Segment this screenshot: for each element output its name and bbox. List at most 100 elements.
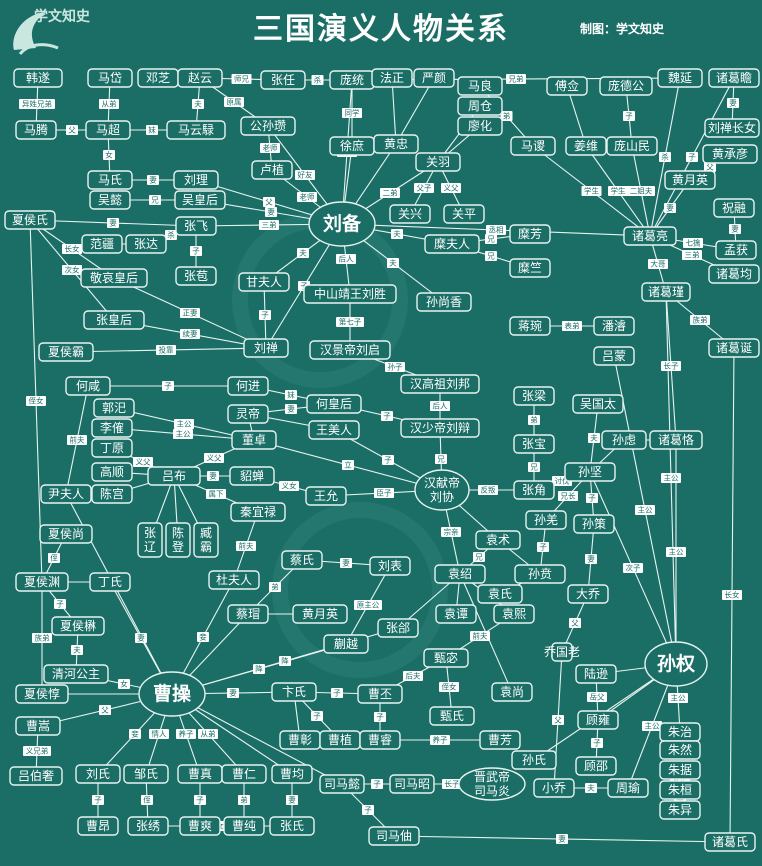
person-node-zhugejin[interactable]: 诸葛瑾 xyxy=(641,282,691,302)
person-node-caoang[interactable]: 曹昂 xyxy=(77,816,119,836)
person-node-gongsunzan[interactable]: 公孙瓒 xyxy=(240,116,296,136)
person-node-xushu[interactable]: 徐庶 xyxy=(329,136,375,156)
person-node-fanjiang[interactable]: 范疆 xyxy=(81,234,123,254)
person-node-zhangbao2[interactable]: 张宝 xyxy=(513,434,555,454)
person-node-caoshuang[interactable]: 曹爽 xyxy=(179,816,221,836)
person-node-zhugeliang[interactable]: 诸葛亮 xyxy=(623,226,677,246)
person-node-lushi[interactable]: 卢植 xyxy=(251,160,293,180)
person-node-chengong[interactable]: 陈宫 xyxy=(91,484,133,504)
person-node-dufuren[interactable]: 杜夫人 xyxy=(208,570,260,590)
person-node-caishi[interactable]: 蔡氏 xyxy=(281,550,323,570)
person-node-mizhu[interactable]: 糜竺 xyxy=(509,258,551,278)
person-node-zhangbao1[interactable]: 张苞 xyxy=(175,266,217,286)
person-node-weiyan[interactable]: 魏延 xyxy=(657,68,703,88)
person-node-zhouyu[interactable]: 周瑜 xyxy=(607,778,649,798)
person-node-zhangjiao[interactable]: 张角 xyxy=(513,480,555,500)
person-node-wuhuanghou[interactable]: 吴皇后 xyxy=(174,190,226,210)
person-node-kuaiyue[interactable]: 蒯越 xyxy=(323,634,369,654)
person-node-zhangfei[interactable]: 张飞 xyxy=(175,216,217,236)
person-node-diaochan[interactable]: 貂蝉 xyxy=(229,466,275,486)
person-node-hexian[interactable]: 何咸 xyxy=(65,376,111,396)
person-node-zhangshi[interactable]: 张氏 xyxy=(269,816,315,836)
person-node-xiahoumao[interactable]: 夏侯楙 xyxy=(51,616,105,636)
person-node-luxun[interactable]: 陆逊 xyxy=(575,664,617,684)
person-node-simazhou[interactable]: 司马伷 xyxy=(368,826,420,846)
person-node-sunce[interactable]: 孙策 xyxy=(573,514,615,534)
person-node-wangmeiren[interactable]: 王美人 xyxy=(308,420,360,440)
person-node-caimao[interactable]: 蔡瑁 xyxy=(227,604,269,624)
person-node-qinghegongzhu[interactable]: 清河公主 xyxy=(43,664,109,684)
person-node-jiangwan[interactable]: 蒋琬 xyxy=(509,316,551,336)
person-node-liushi[interactable]: 刘氏 xyxy=(75,764,121,784)
person-node-zhanghuanghou[interactable]: 张皇后 xyxy=(83,310,145,330)
person-node-sunjian[interactable]: 孙坚 xyxy=(564,462,616,482)
person-node-zhongshan[interactable]: 中山靖王刘胜 xyxy=(303,284,397,304)
person-node-simazhao[interactable]: 司马昭 xyxy=(389,774,435,794)
person-node-xiahoushi[interactable]: 夏侯氏 xyxy=(4,210,56,230)
person-node-xiahoushang[interactable]: 夏侯尚 xyxy=(39,524,93,544)
person-node-liushannv[interactable]: 刘禅长女 xyxy=(704,118,760,138)
person-node-guyong[interactable]: 顾雍 xyxy=(577,710,619,730)
person-node-zhoucang[interactable]: 周仓 xyxy=(457,96,503,116)
person-node-liuli[interactable]: 刘理 xyxy=(173,170,219,190)
person-node-dongzhuo[interactable]: 董卓 xyxy=(231,430,277,450)
person-node-sunquan[interactable]: 孙权 xyxy=(644,641,708,687)
person-node-shaodi[interactable]: 汉少帝刘辩 xyxy=(400,418,480,438)
person-node-chendeng[interactable]: 陈登 xyxy=(165,522,191,558)
person-node-zhangliang[interactable]: 张梁 xyxy=(513,386,555,406)
person-node-simayi[interactable]: 司马懿 xyxy=(319,774,365,794)
person-node-mifuren[interactable]: 糜夫人 xyxy=(424,234,480,254)
person-node-ganfuren[interactable]: 甘夫人 xyxy=(238,272,290,292)
person-node-liushan[interactable]: 刘禅 xyxy=(243,338,289,358)
person-node-guanping[interactable]: 关平 xyxy=(443,204,485,224)
person-node-qiaoguolao[interactable]: 乔国老 xyxy=(544,642,580,662)
person-node-masu[interactable]: 马谡 xyxy=(510,136,556,156)
person-node-zhangren[interactable]: 张任 xyxy=(260,70,306,90)
person-node-wuyi[interactable]: 吴懿 xyxy=(89,190,131,210)
person-node-caochun[interactable]: 曹纯 xyxy=(223,816,265,836)
person-node-lingdi[interactable]: 灵帝 xyxy=(227,404,269,424)
person-node-lijue[interactable]: 李傕 xyxy=(91,418,133,438)
person-node-zoushi[interactable]: 邹氏 xyxy=(123,764,169,784)
person-node-gaoshun[interactable]: 高顺 xyxy=(91,462,133,482)
person-node-mateng[interactable]: 马腾 xyxy=(15,120,57,140)
person-node-yuanshao[interactable]: 袁绍 xyxy=(434,564,486,584)
person-node-zhuyi[interactable]: 朱异 xyxy=(659,800,701,820)
person-node-liubiao[interactable]: 刘表 xyxy=(369,556,411,576)
person-node-wangyun[interactable]: 王允 xyxy=(305,486,347,506)
person-node-caozhi[interactable]: 曹植 xyxy=(319,730,361,750)
person-node-caosong[interactable]: 曹嵩 xyxy=(15,716,61,736)
person-node-yuanshang[interactable]: 袁尚 xyxy=(491,682,533,702)
person-node-caojun[interactable]: 曹均 xyxy=(271,764,313,784)
person-node-hanjingdi[interactable]: 汉景帝刘启 xyxy=(309,340,391,360)
person-node-yuantan[interactable]: 袁谭 xyxy=(435,604,477,624)
person-node-hehuanghou[interactable]: 何皇后 xyxy=(306,394,362,414)
person-node-sunhuan[interactable]: 孙虑 xyxy=(601,430,647,450)
person-node-caozhen[interactable]: 曹真 xyxy=(177,764,223,784)
person-node-liaohua[interactable]: 廖化 xyxy=(457,116,503,136)
person-node-guanyu[interactable]: 关羽 xyxy=(415,152,461,172)
person-node-hanzui[interactable]: 韩遂 xyxy=(13,68,63,88)
person-node-yuanshi[interactable]: 袁氏 xyxy=(477,584,523,604)
person-node-lvboshe[interactable]: 吕伯奢 xyxy=(9,766,63,786)
person-node-xiahouba[interactable]: 夏侯霸 xyxy=(38,342,94,362)
person-node-huangzhong[interactable]: 黄忠 xyxy=(373,134,419,154)
person-node-sunqiang[interactable]: 孙羌 xyxy=(525,510,567,530)
person-node-zhenfu[interactable]: 甄宓 xyxy=(423,648,469,668)
person-node-zhugeke[interactable]: 诸葛恪 xyxy=(649,430,703,450)
person-node-lvbu[interactable]: 吕布 xyxy=(147,466,201,486)
person-node-huangchengyan[interactable]: 黄承彦 xyxy=(702,144,758,164)
person-node-zhangliao[interactable]: 张辽 xyxy=(137,522,163,558)
person-node-liubei[interactable]: 刘备 xyxy=(308,201,376,247)
person-node-caopi[interactable]: 曹丕 xyxy=(357,684,403,704)
person-node-bianshi[interactable]: 卞氏 xyxy=(271,682,317,702)
person-node-zhanghe[interactable]: 张郃 xyxy=(377,618,419,638)
person-node-zhaoyun[interactable]: 赵云 xyxy=(177,68,223,88)
person-node-menghuo[interactable]: 孟获 xyxy=(715,240,757,260)
person-node-zhugedan[interactable]: 诸葛诞 xyxy=(708,338,760,358)
person-node-xiahouyuan[interactable]: 夏侯渊 xyxy=(15,572,69,592)
person-node-caozhang[interactable]: 曹彰 xyxy=(279,730,321,750)
person-node-caofang[interactable]: 曹芳 xyxy=(479,730,521,750)
person-node-lumeng[interactable]: 吕蒙 xyxy=(593,346,635,366)
